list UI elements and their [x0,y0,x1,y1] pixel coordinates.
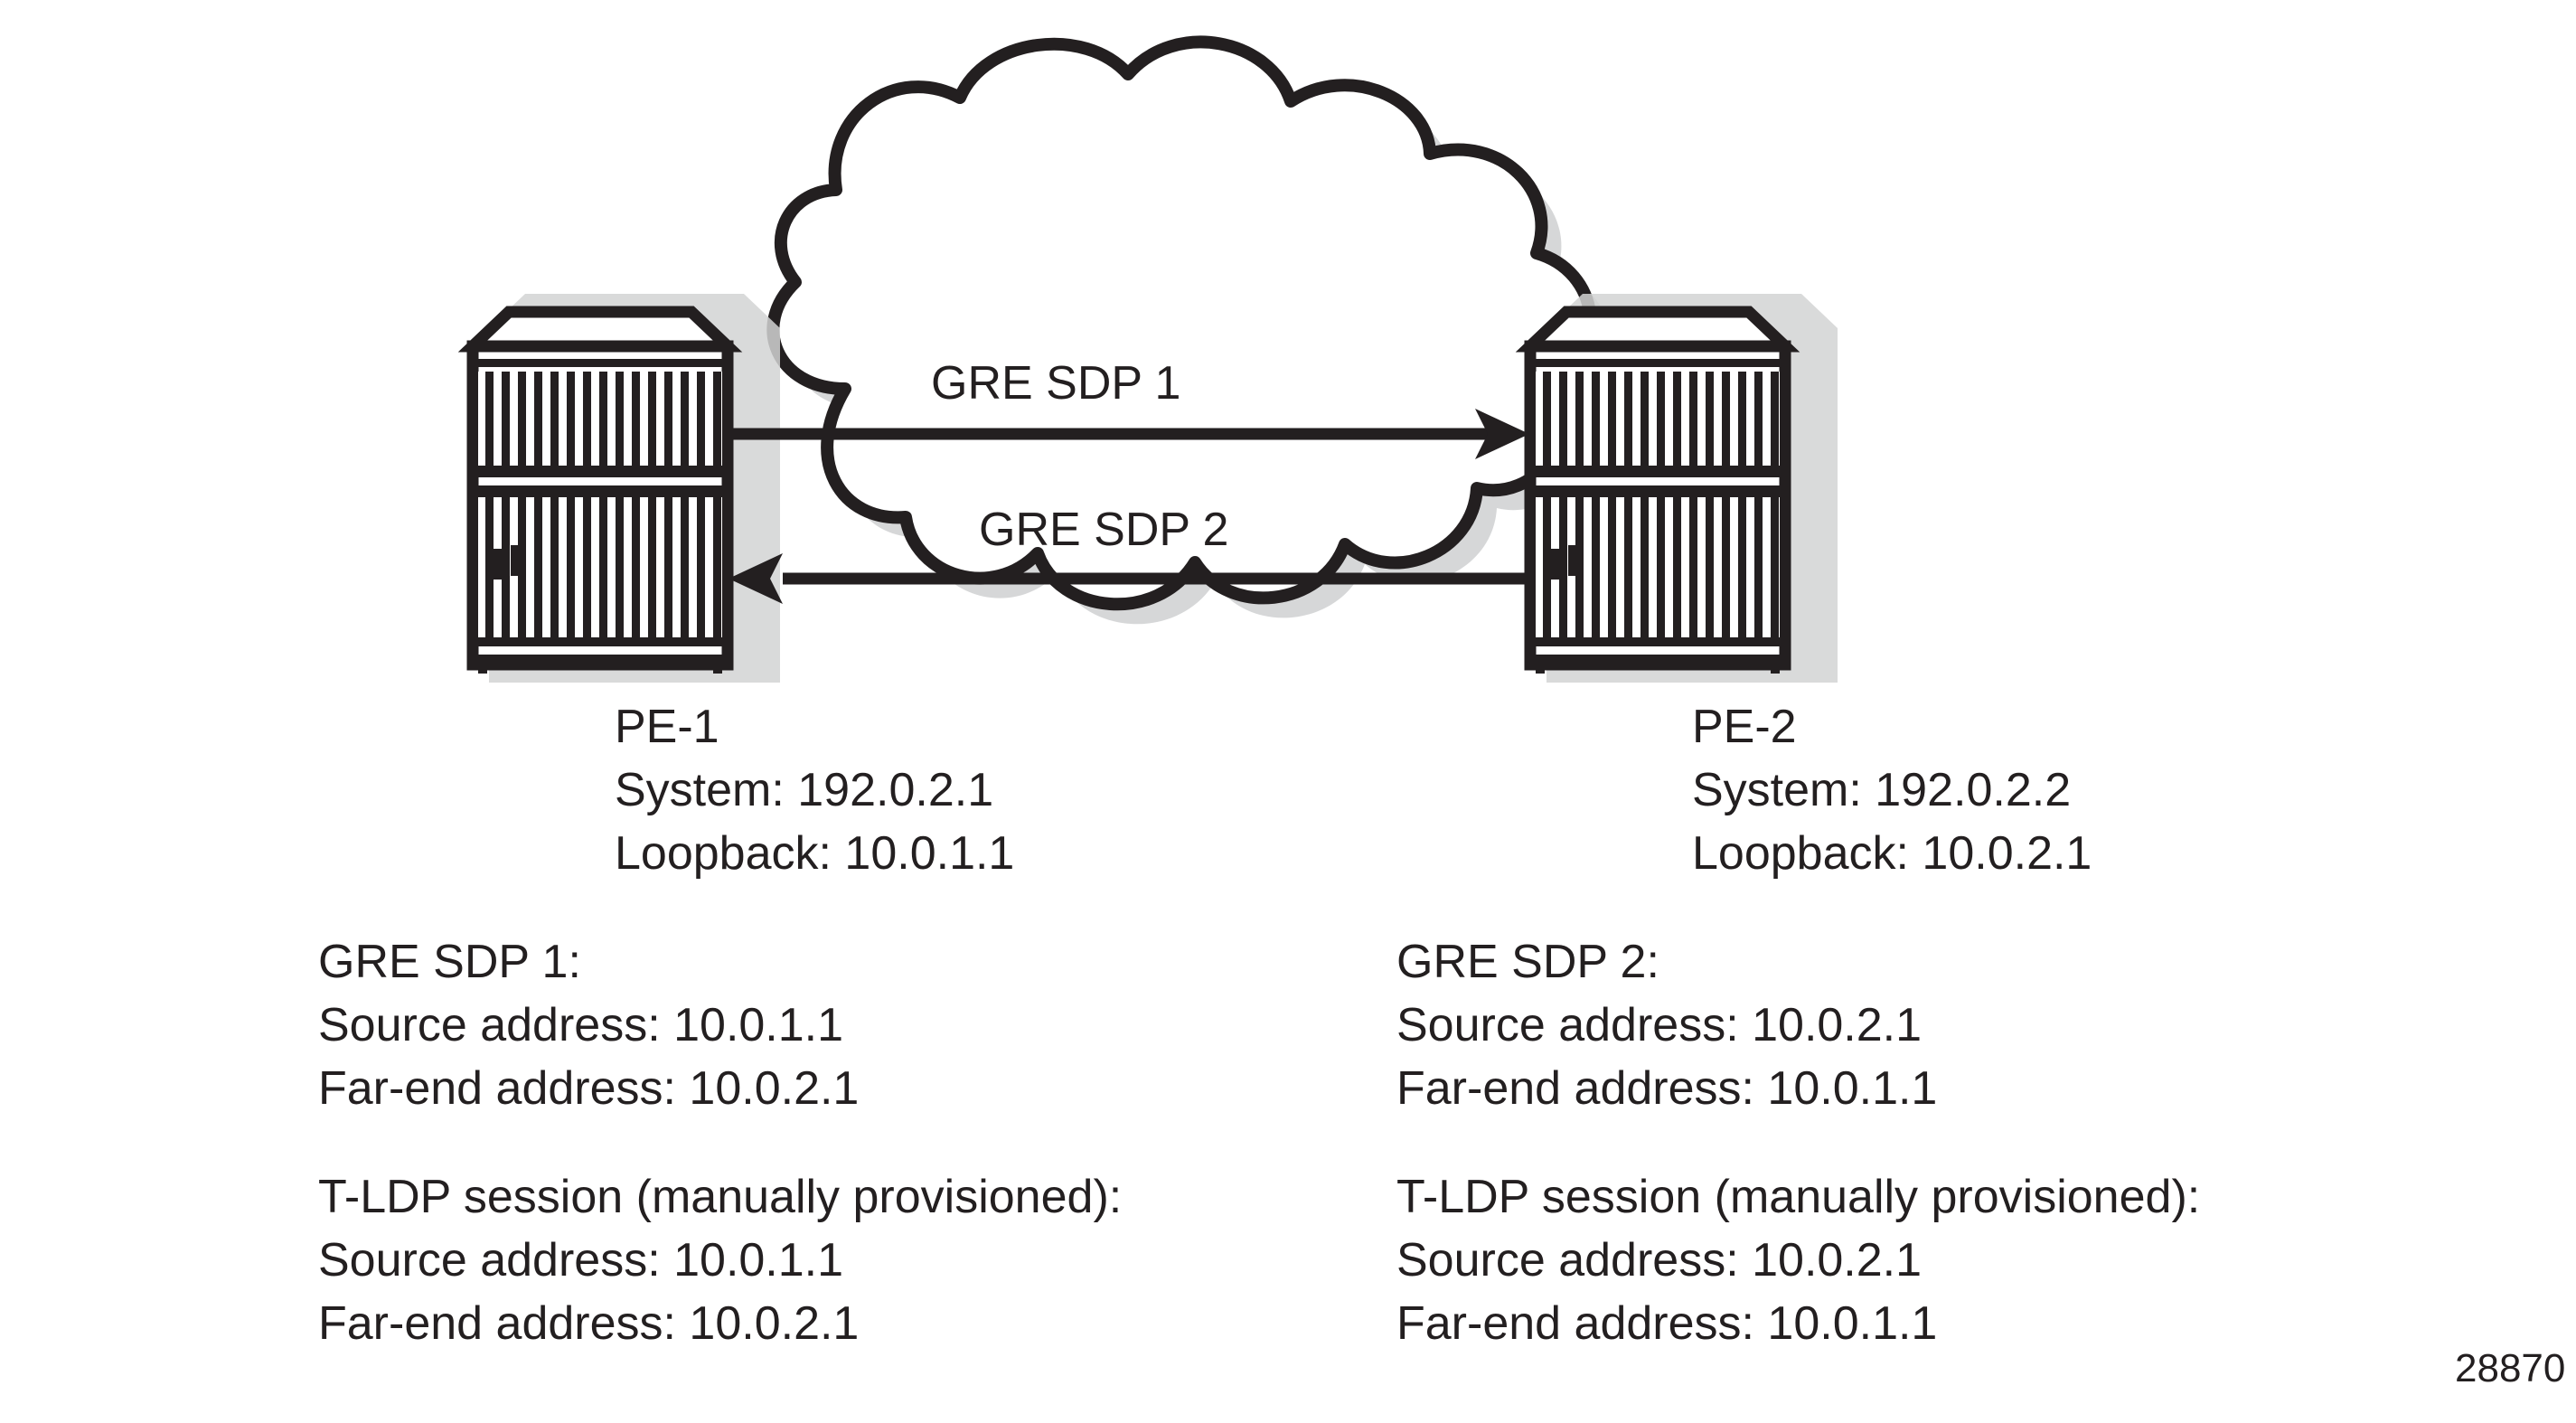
right-sdp-farend: Far-end address: 10.0.1.1 [1396,1062,1938,1115]
details-block-left: GRE SDP 1: Source address: 10.0.1.1 Far-… [318,938,1122,1363]
arrow-gre-sdp-2 [729,553,1530,604]
right-tldp-heading: T-LDP session (manually provisioned): [1396,1171,2201,1223]
details-block-right: GRE SDP 2: Source address: 10.0.2.1 Far-… [1396,938,2200,1363]
figure-id-label: 28870 [2455,1346,2566,1390]
router-pe-1 [473,294,780,683]
link-label-gre-sdp-2: GRE SDP 2 [979,504,1229,556]
right-tldp-source: Source address: 10.0.2.1 [1396,1234,1923,1286]
router-pe-2 [1530,294,1838,683]
left-tldp-source: Source address: 10.0.1.1 [318,1234,844,1286]
left-tldp-farend: Far-end address: 10.0.2.1 [318,1297,860,1350]
right-sdp-source: Source address: 10.0.2.1 [1396,999,1923,1051]
network-cloud [766,35,1611,625]
right-block-spacer [1396,1128,2200,1173]
arrow-gre-sdp-1 [728,409,1529,459]
left-sdp-farend: Far-end address: 10.0.2.1 [318,1062,860,1115]
right-sdp-heading: GRE SDP 2: [1396,936,1659,988]
left-sdp-heading: GRE SDP 1: [318,936,581,988]
left-sdp-source: Source address: 10.0.1.1 [318,999,844,1051]
right-tldp-farend: Far-end address: 10.0.1.1 [1396,1297,1938,1350]
left-tldp-heading: T-LDP session (manually provisioned): [318,1171,1123,1223]
left-block-spacer [318,1128,1122,1173]
link-label-gre-sdp-1: GRE SDP 1 [931,357,1181,410]
